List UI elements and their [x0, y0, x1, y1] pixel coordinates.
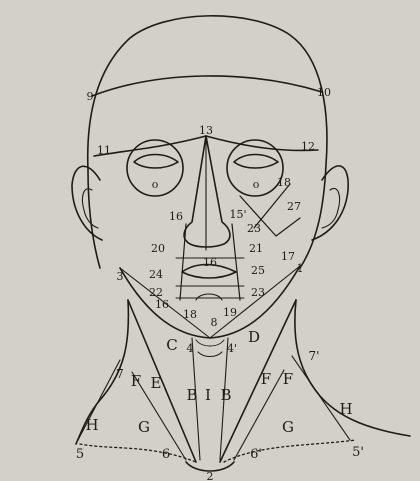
- label-crown-right: 10: [317, 86, 331, 99]
- label-chin-mid: 8: [211, 316, 218, 329]
- label-crown-left: 9: [87, 90, 94, 103]
- label-eye-right: o: [253, 178, 260, 191]
- label-ear-right: 17: [281, 250, 295, 263]
- label-mouth-left: 24: [149, 268, 163, 281]
- label-clavicle-left: 6: [162, 447, 170, 462]
- label-clavicle-right: 6': [250, 447, 262, 462]
- label-cheek-a: 23: [247, 222, 261, 235]
- label-neck-d: D: [248, 328, 260, 346]
- label-temple-b: 27: [287, 200, 301, 213]
- left-eye: [134, 155, 178, 169]
- label-cheek-left: 20: [151, 242, 165, 255]
- label-neck-left-7: 7: [116, 367, 124, 381]
- trapezius-right: [292, 356, 350, 440]
- label-neck-f-left: F: [131, 372, 141, 390]
- label-neck-h-right: H: [339, 400, 352, 418]
- label-jaw-left: 3: [117, 270, 124, 283]
- label-shoulder-right: 5': [352, 445, 364, 460]
- label-shoulder-left: 5: [76, 447, 84, 462]
- label-mouth-right: 25: [251, 264, 265, 277]
- cheek-line-right: [232, 224, 240, 300]
- label-neck-small-right: 4': [227, 342, 237, 355]
- label-chin-left-b: 16: [155, 298, 169, 311]
- label-eye-left: o: [152, 178, 159, 191]
- label-chin-mid-left: 18: [183, 308, 197, 321]
- label-neck-i: I: [205, 386, 211, 404]
- cheek-line-left: [180, 224, 186, 300]
- nose: [184, 136, 230, 247]
- right-eye: [234, 155, 278, 169]
- label-neck-small-left: 4: [187, 342, 194, 355]
- label-nose-right: 15': [229, 208, 246, 221]
- label-neck-f-right2: F: [283, 370, 293, 388]
- clavicle-left: [80, 444, 196, 462]
- label-neck-c: C: [166, 336, 177, 354]
- label-nose-top: 13: [199, 124, 213, 137]
- crown-line: [92, 76, 322, 96]
- label-chin-mid-right: 19: [223, 306, 237, 319]
- label-jaw-right: 1: [297, 262, 304, 275]
- label-nose-left: 16: [169, 210, 183, 223]
- trapezius-left: [78, 360, 120, 440]
- label-neck-f-right: F: [261, 370, 271, 388]
- label-neck-g-left: G: [138, 418, 150, 436]
- label-lip-upper: 16: [203, 256, 217, 269]
- left-ear: [72, 166, 102, 240]
- label-temple-a: 18: [277, 176, 291, 189]
- throat-arcs: [196, 340, 224, 357]
- label-sternum: 2: [207, 470, 214, 481]
- label-brow-left: 11: [97, 144, 111, 157]
- label-neck-e: E: [151, 374, 162, 392]
- chin-arc: [196, 294, 222, 300]
- label-chin-right: 23: [251, 286, 265, 299]
- label-brow-right: 12: [301, 140, 315, 153]
- label-neck-h-left: H: [85, 416, 98, 434]
- label-neck-g-right: G: [282, 418, 294, 436]
- label-cheek-right: 21: [249, 242, 263, 255]
- label-neck-right-7: 7': [309, 349, 320, 363]
- label-neck-b-left: B: [186, 386, 197, 404]
- label-neck-b-right: B: [220, 386, 231, 404]
